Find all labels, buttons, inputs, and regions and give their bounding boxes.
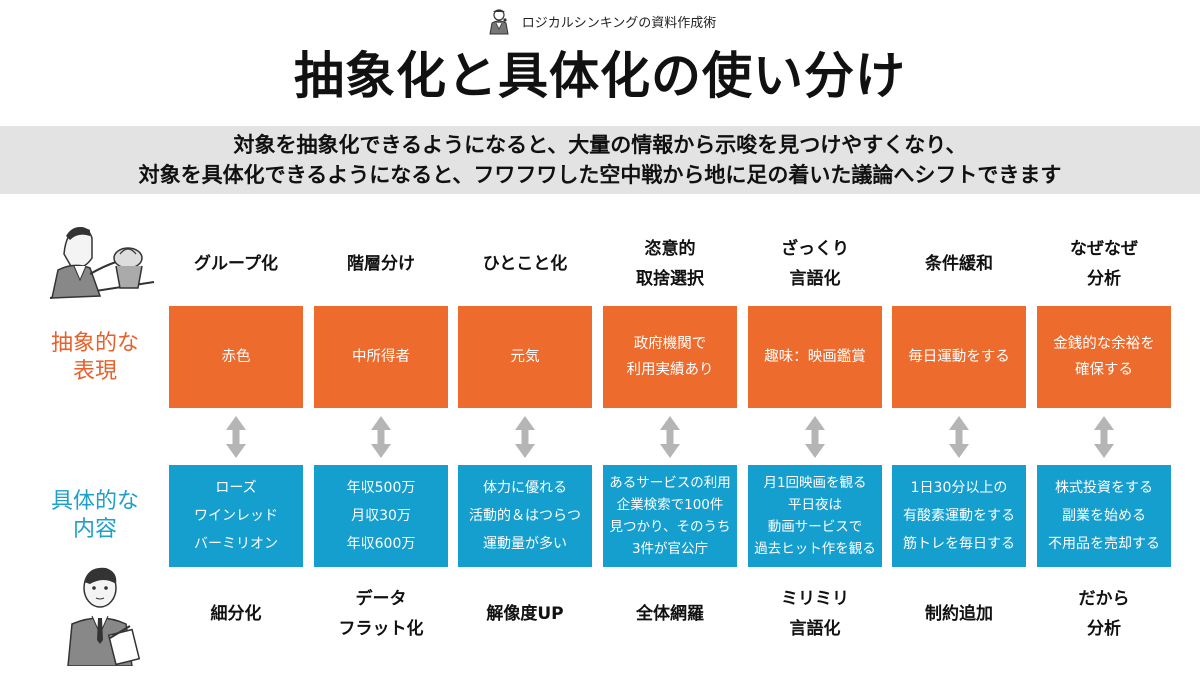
technique-subdivide: 細分化 — [210, 604, 262, 624]
concrete-box-one-word: 体力に優れる 活動的＆はつらつ 運動量が多い — [458, 465, 592, 567]
technique-grouping: グループ化 — [194, 254, 278, 274]
brand-name: ロジカルシンキングの資料作成術 — [521, 15, 717, 31]
double-arrow-icon — [1037, 412, 1171, 462]
man-with-notepad-illustration — [67, 567, 141, 666]
concrete-box-why-why: 株式投資をする 副業を始める 不用品を売却する — [1037, 465, 1171, 567]
technique-full-coverage: 全体網羅 — [636, 604, 704, 624]
summary-line-1: 対象を抽象化できるようになると、大量の情報から示唆を見つけやすくなり、 — [233, 133, 967, 157]
double-arrow-icon — [748, 412, 882, 462]
concrete-box-rough-verbalize: 月1回映画を観る 平日夜は 動画サービスで 過去ヒット作を観る — [748, 465, 882, 567]
abstract-box-why-why: 金銭的な余裕を 確保する — [1037, 306, 1171, 408]
summary-line-2: 対象を具体化できるようになると、フワフワした空中戦から地に足の着いた議論へシフト… — [138, 163, 1062, 187]
concrete-box-relax-conditions: 1日30分以上の 有酸素運動をする 筋トレを毎日する — [892, 465, 1026, 567]
abstract-box-selective-pick: 政府機関で 利用実績あり — [603, 306, 737, 408]
technique-selective-pick: 恣意的 取捨選択 — [636, 239, 704, 289]
technique-why-why: なぜなぜ 分析 — [1070, 239, 1138, 289]
technique-flatten-data: データ フラット化 — [338, 589, 424, 639]
double-arrow-icon — [458, 412, 592, 462]
technique-resolution-up: 解像度UP — [486, 604, 564, 624]
abstract-box-one-word: 元気 — [458, 306, 592, 408]
abstract-box-hierarchy: 中所得者 — [314, 306, 448, 408]
thinking-man-icon — [489, 9, 509, 35]
double-arrow-icon — [603, 412, 737, 462]
abstract-box-grouping: 赤色 — [169, 306, 303, 408]
technique-so-what: だから 分析 — [1078, 589, 1130, 639]
technique-precise-verbalize: ミリミリ 言語化 — [781, 589, 849, 639]
concrete-box-selective-pick: あるサービスの利用 企業検索で100件 見つかり、そのうち 3件が官公庁 — [603, 465, 737, 567]
man-at-desk-illustration — [49, 226, 155, 299]
double-arrow-icon — [169, 412, 303, 462]
concrete-box-grouping: ローズ ワインレッド バーミリオン — [169, 465, 303, 567]
concrete-box-hierarchy: 年収500万 月収30万 年収600万 — [314, 465, 448, 567]
technique-hierarchy: 階層分け — [347, 254, 415, 274]
abstract-box-rough-verbalize: 趣味：映画鑑賞 — [748, 306, 882, 408]
abstract-row-label: 抽象的な 表現 — [50, 331, 139, 384]
technique-add-constraints: 制約追加 — [925, 604, 993, 624]
double-arrow-icon — [314, 412, 448, 462]
technique-relax-conditions: 条件緩和 — [925, 254, 993, 274]
summary-band: 対象を抽象化できるようになると、大量の情報から示唆を見つけやすくなり、 対象を具… — [0, 126, 1200, 194]
double-arrow-icon — [892, 412, 1026, 462]
concrete-row-label: 具体的な 内容 — [50, 489, 139, 542]
page-title: 抽象化と具体化の使い分け — [294, 47, 906, 105]
technique-rough-verbalize: ざっくり 言語化 — [781, 239, 849, 289]
brand-header: ロジカルシンキングの資料作成術 — [0, 6, 1200, 36]
abstract-box-relax-conditions: 毎日運動をする — [892, 306, 1026, 408]
technique-one-word: ひとこと化 — [482, 254, 568, 274]
